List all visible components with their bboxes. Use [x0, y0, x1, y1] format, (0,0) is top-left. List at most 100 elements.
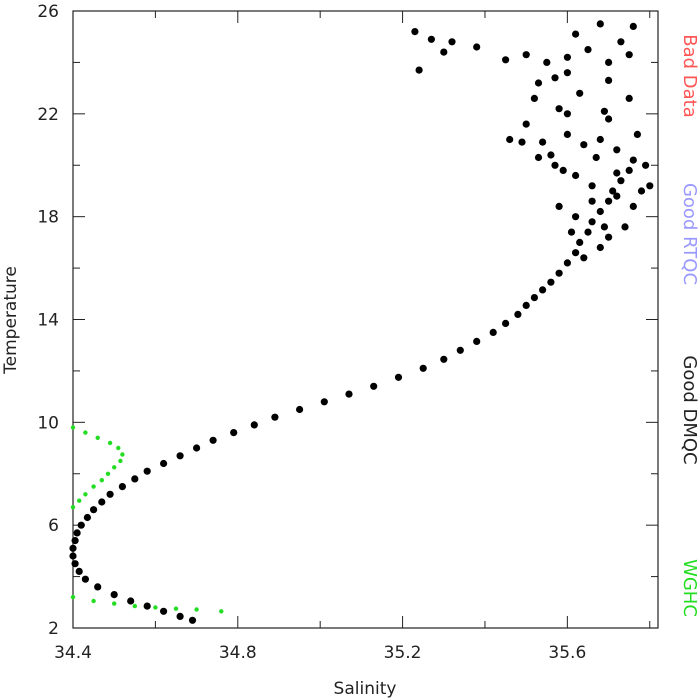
y-tick-label: 26 [37, 2, 59, 22]
data-point [613, 192, 621, 200]
data-point [70, 505, 76, 510]
data-point [99, 478, 105, 483]
data-point [596, 20, 604, 28]
data-point [71, 560, 79, 568]
data-point [633, 130, 642, 138]
data-point [98, 498, 106, 506]
data-point [427, 35, 435, 43]
data-point [415, 66, 423, 74]
data-point [609, 187, 617, 195]
data-point [106, 490, 114, 498]
data-point [625, 51, 633, 59]
data-point [448, 38, 456, 46]
data-point [71, 537, 79, 545]
series-wghc [70, 425, 224, 614]
data-point [584, 228, 592, 236]
data-point [522, 120, 530, 128]
data-point [143, 602, 151, 610]
data-point [506, 135, 514, 144]
y-tick-label: 14 [37, 311, 59, 331]
data-point [563, 53, 572, 61]
data-point [572, 171, 580, 180]
data-point [489, 328, 497, 336]
data-point [625, 166, 633, 174]
data-point [70, 594, 76, 600]
data-point [250, 421, 258, 429]
data-point [193, 444, 201, 452]
data-point [230, 429, 238, 437]
data-point [605, 115, 613, 123]
data-point [576, 89, 584, 97]
data-point [605, 58, 613, 66]
data-point [77, 498, 82, 503]
data-point [131, 475, 139, 483]
data-point [629, 22, 637, 30]
data-point [572, 213, 580, 221]
data-point [637, 187, 646, 195]
data-point [370, 382, 378, 390]
data-point [194, 607, 199, 612]
data-point [600, 223, 609, 231]
data-point [625, 94, 633, 102]
data-point [534, 79, 543, 87]
data-point [69, 544, 77, 552]
data-point [394, 373, 403, 381]
legend-item: Good RTQC [679, 183, 700, 285]
data-point [567, 228, 576, 236]
data-point [176, 612, 184, 621]
data-point [411, 28, 419, 36]
data-point [588, 218, 596, 226]
data-point [605, 76, 613, 84]
data-point [629, 156, 637, 164]
data-point [75, 567, 83, 576]
y-tick-label: 18 [37, 208, 59, 228]
data-point [320, 398, 328, 406]
data-point [118, 458, 123, 464]
data-point [440, 48, 448, 56]
y-axis-title: Temperature [1, 266, 21, 375]
x-tick-label: 35.6 [548, 643, 586, 663]
data-point [118, 483, 126, 491]
data-point [572, 30, 580, 38]
data-point [600, 107, 609, 115]
y-tick-label: 6 [48, 516, 59, 536]
data-point [160, 607, 168, 615]
x-axis-title: Salinity [334, 679, 397, 699]
series-good-dmqc [69, 20, 654, 624]
x-tick-label: 34.4 [54, 643, 92, 663]
data-point [188, 616, 197, 624]
data-point [522, 301, 530, 309]
data-point [271, 413, 279, 421]
y-tick-label: 10 [37, 413, 59, 433]
data-point [518, 138, 526, 146]
x-tick-label: 34.8 [219, 643, 257, 663]
data-point [530, 94, 539, 102]
data-point [596, 243, 604, 252]
data-point [473, 337, 481, 345]
data-point [83, 492, 88, 497]
data-point [621, 223, 629, 231]
data-point [456, 346, 464, 354]
data-point [112, 465, 117, 470]
data-point [580, 141, 588, 149]
data-point [91, 598, 96, 604]
data-point [555, 202, 563, 210]
data-point [559, 166, 567, 174]
data-point [563, 69, 572, 77]
data-point [514, 310, 522, 318]
data-point [502, 56, 510, 64]
data-point [419, 364, 427, 372]
data-point [563, 130, 572, 138]
data-point [94, 583, 102, 591]
data-point [563, 110, 572, 118]
data-point [176, 452, 184, 460]
data-point [473, 43, 481, 51]
data-point [539, 286, 547, 294]
legend-item: WGHC [679, 559, 700, 617]
data-point [617, 177, 625, 185]
data-point [642, 161, 650, 169]
data-point [551, 74, 559, 82]
data-point [584, 46, 592, 54]
